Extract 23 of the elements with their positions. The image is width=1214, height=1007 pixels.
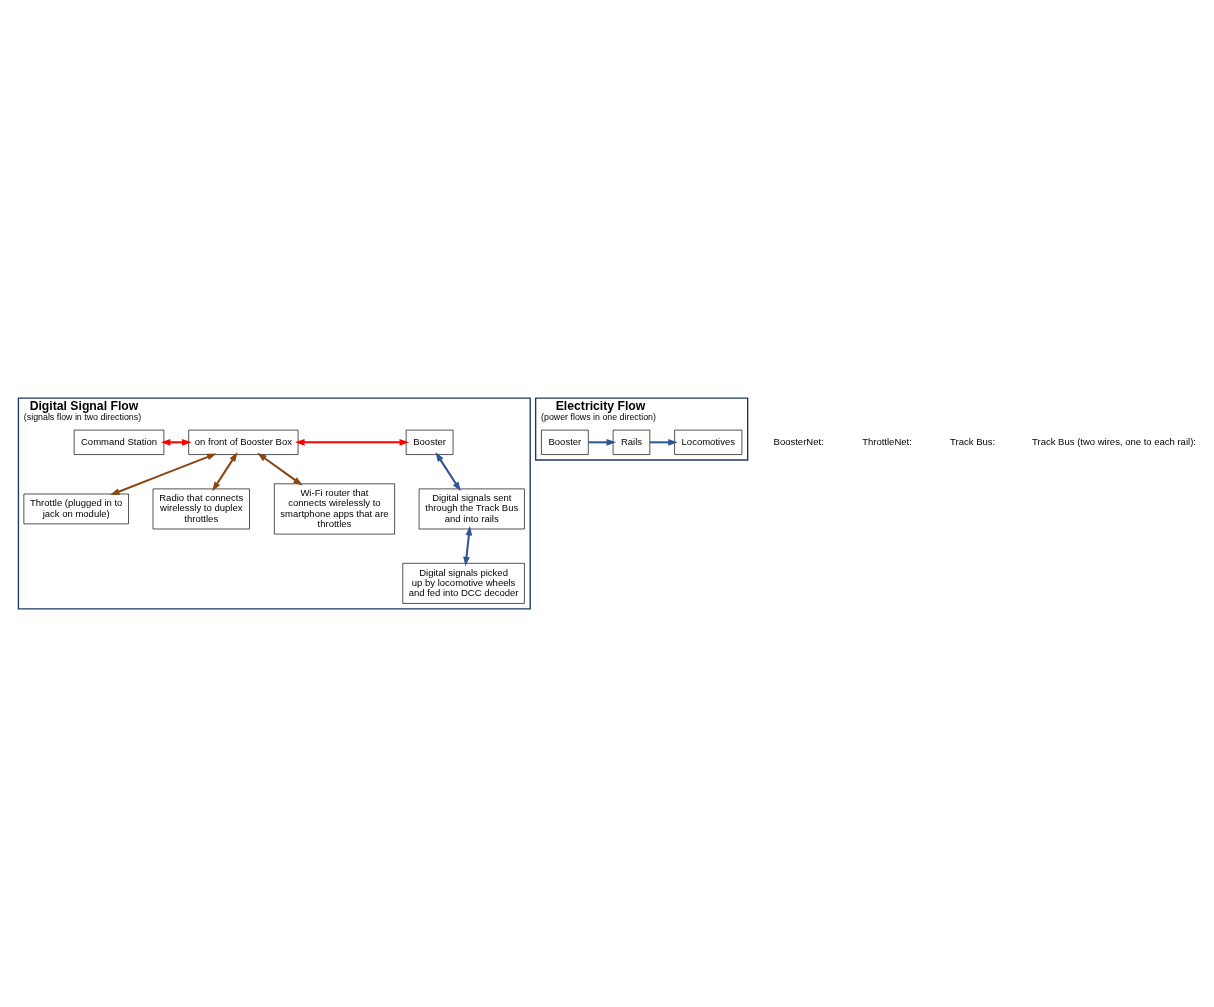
node-box: Locomotives [674,429,743,455]
arrow [110,453,217,496]
legend-label: BoosterNet: [773,435,824,447]
arrow [463,525,473,567]
legend-label: ThrottleNet: [862,435,912,447]
legend-label: Track Bus: [950,435,996,447]
node-box: Throttle (plugged in to jack on module) [23,493,129,525]
node-box: Rails [612,429,651,455]
node-box: Command Station [73,429,165,455]
node-box: Booster [405,429,454,455]
arrow [257,452,303,486]
arrow [295,439,410,446]
node-box: Booster [541,429,589,455]
arrow [435,452,461,492]
node-box: Wi-Fi router that connects wirelessly to smartphone apps that are throttles [274,483,395,535]
arrow [588,439,617,446]
node-box: Digital signals sent through the Track Bus and into rails [418,488,525,530]
node-box: Radio that connects wirelessly to duplex throttles [152,488,250,530]
arrow [212,452,238,492]
arrow [650,439,678,446]
node-box: on front of Booster Box [188,429,299,455]
legend-label: Track Bus (two wires, one to each rail): [1032,435,1196,447]
node-box: Digital signals picked up by locomotive wheels and fed into DCC decoder [402,562,525,604]
